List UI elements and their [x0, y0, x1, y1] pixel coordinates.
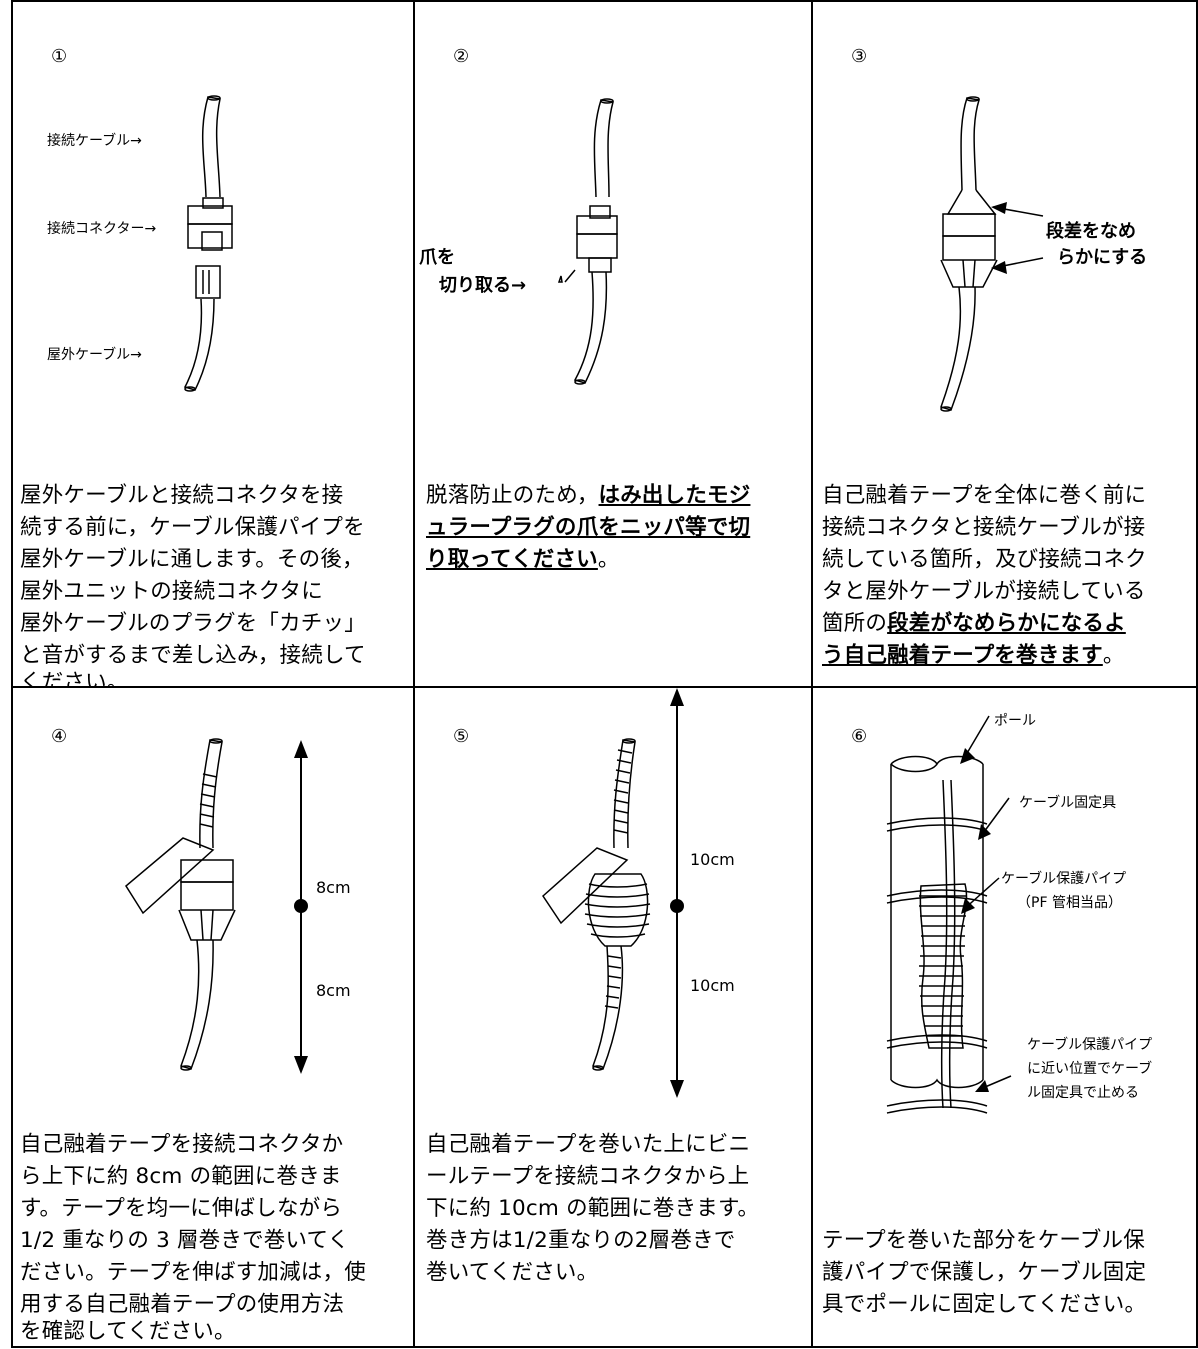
step-3-line-6: う自己融着テープを巻きます。	[822, 640, 1125, 672]
step-3-line-1: 自己融着テープを全体に巻く前に	[822, 483, 1147, 508]
step-2-text: 脱落防止のため，はみ出したモジ	[426, 480, 750, 512]
step-3-line-3: 続している箇所，及び接続コネク	[822, 547, 1147, 572]
step-1-line-5: 屋外ケーブルのプラグを「カチッ」	[20, 611, 366, 636]
cable-connector-illustration	[183, 95, 233, 392]
step-1-line-1: 屋外ケーブルと接続コネクタを接	[20, 483, 344, 508]
step-4-cell: ④ 8cm 8cm 自己融着テープを接続コネクタか ら上下に約 8cm の範囲に…	[13, 688, 413, 1346]
step-2-cell: ② 爪を 切り取る→ 脱落防止のため，はみ出したモジ ュラープラグの爪をニッパ等…	[415, 2, 811, 686]
step-5-line-1: 自己融着テープを巻いた上にビニ	[426, 1132, 751, 1157]
step-5-line-4: 巻き方は1/2重なりの2層巻きで	[426, 1228, 736, 1253]
label-upper-range: 8cm	[316, 878, 351, 897]
label-connection-cable: 接続ケーブル→	[47, 133, 142, 149]
step-6-cell: ⑥ ポール ケーブル固定具 ケーブル保護パイプ （PF 管相当品） ケーブル保護…	[813, 688, 1196, 1346]
grid-line-right	[1196, 0, 1198, 1346]
step-1-line-7: ください。	[20, 670, 129, 686]
grid-line-middle-2	[811, 0, 813, 1346]
text-plain: 脱落防止のため，	[426, 483, 599, 508]
step-1-line-6: と音がするまで差し込み，接続して	[20, 643, 366, 668]
text-bold-2: う自己融着テープを巻きます	[822, 643, 1103, 668]
step-4-line-3: す。テープを均一に伸ばしながら	[20, 1196, 343, 1221]
step-4-line-5: ださい。テープを伸ばす加減は，使	[20, 1260, 366, 1285]
step-6-line-1: テープを巻いた部分をケーブル保	[822, 1228, 1145, 1253]
step-1-line-4: 屋外ユニットの接続コネクタに	[20, 579, 323, 604]
step-5-line-3: 下に約 10cm の範囲に巻きます。	[426, 1196, 760, 1221]
label-note-1: ケーブル保護パイプ	[1027, 1037, 1153, 1053]
step-5-line-5: 巻いてください。	[426, 1260, 599, 1285]
label-note-3: ル固定具で止める	[1027, 1085, 1139, 1101]
step-number: ④	[51, 726, 68, 747]
step-1-line-3: 屋外ケーブルに通します。その後，	[20, 547, 364, 572]
step-number: ③	[851, 46, 868, 67]
step-4-line-4: 1/2 重なりの 3 層巻きで巻いてく	[20, 1228, 350, 1253]
step-number: ⑤	[453, 726, 470, 747]
step-3-line-5: 箇所の段差がなめらかになるよ	[822, 608, 1126, 640]
text-bold-2: ュラープラグの爪をニッパ等で切	[426, 515, 751, 540]
step-4-line-1: 自己融着テープを接続コネクタか	[20, 1132, 344, 1157]
step-6-line-2: 護パイプで保護し，ケーブル固定	[822, 1260, 1147, 1285]
step-2-line-2: ュラープラグの爪をニッパ等で切	[426, 512, 750, 544]
text-bold-1: 段差がなめらかになるよ	[887, 611, 1126, 636]
label-pipe-1: ケーブル保護パイプ	[1001, 871, 1127, 887]
step-3-line-4: タと屋外ケーブルが接続している	[822, 579, 1146, 604]
step-4-line-2: ら上下に約 8cm の範囲に巻きま	[20, 1164, 342, 1189]
text-end: 。	[597, 547, 620, 572]
label-upper-range: 10cm	[690, 850, 735, 869]
pole-mount-illustration	[886, 715, 1012, 1114]
grid-line-center	[11, 686, 1198, 688]
label-outdoor-cable: 屋外ケーブル→	[47, 347, 142, 363]
label-lower-range: 8cm	[316, 981, 351, 1000]
step-6-line-3: 具でポールに固定してください。	[822, 1292, 1147, 1317]
grid-line-middle-1	[413, 0, 415, 1346]
step-number: ⑥	[851, 726, 868, 747]
label-pipe-2: （PF 管相当品）	[1017, 895, 1122, 911]
tape-10cm-illustration	[542, 688, 684, 1098]
step-number: ②	[453, 46, 470, 67]
label-claw-2: 切り取る→	[439, 275, 527, 296]
step-4-line-7: を確認してください。	[20, 1319, 236, 1344]
text-bold-1: はみ出したモジ	[598, 483, 751, 508]
step-1-cell: ① 接続ケーブル→ 接続コネクター→ 屋外ケーブル→ 屋外ケーブルと接続コネクタ…	[13, 2, 413, 686]
label-cable-fixture: ケーブル固定具	[1019, 795, 1117, 811]
text-plain: 箇所の	[822, 611, 888, 636]
step-5-cell: ⑤ 10cm 10cm 自己融着テープを巻いた上にビニ ールテープを接続コネクタ…	[415, 688, 811, 1346]
step-1-line-2: 続する前に，ケーブル保護パイプを	[20, 515, 365, 540]
label-smooth-2: らかにする	[1057, 247, 1148, 268]
step-2-line-3: り取ってください。	[426, 544, 620, 576]
label-smooth-1: 段差をなめ	[1046, 221, 1136, 242]
grid-line-left	[11, 0, 13, 1346]
step-3-cell: ③ 段差をなめ らかにする 自己融着テープを全体に巻く前に 接続コネクタと接続ケ…	[813, 2, 1196, 686]
grid-line-top	[11, 0, 1198, 2]
label-claw-1: 爪を	[419, 247, 455, 268]
smoothing-illustration	[940, 96, 1044, 412]
step-4-line-6: 用する自己融着テープの使用方法	[20, 1292, 345, 1317]
label-connector: 接続コネクター→	[47, 221, 157, 237]
tape-8cm-illustration	[125, 738, 308, 1074]
label-pole: ポール	[994, 713, 1036, 729]
grid-line-bottom	[11, 1346, 1198, 1348]
step-5-line-2: ールテープを接続コネクタから上	[426, 1164, 750, 1189]
text-bold-3: り取ってください	[426, 547, 598, 572]
step-3-line-2: 接続コネクタと接続ケーブルが接	[822, 515, 1146, 540]
claw-cut-illustration	[557, 98, 618, 385]
label-note-2: に近い位置でケーブ	[1027, 1061, 1153, 1077]
step-number: ①	[51, 46, 68, 67]
label-lower-range: 10cm	[690, 976, 735, 995]
text-end: 。	[1102, 643, 1125, 668]
